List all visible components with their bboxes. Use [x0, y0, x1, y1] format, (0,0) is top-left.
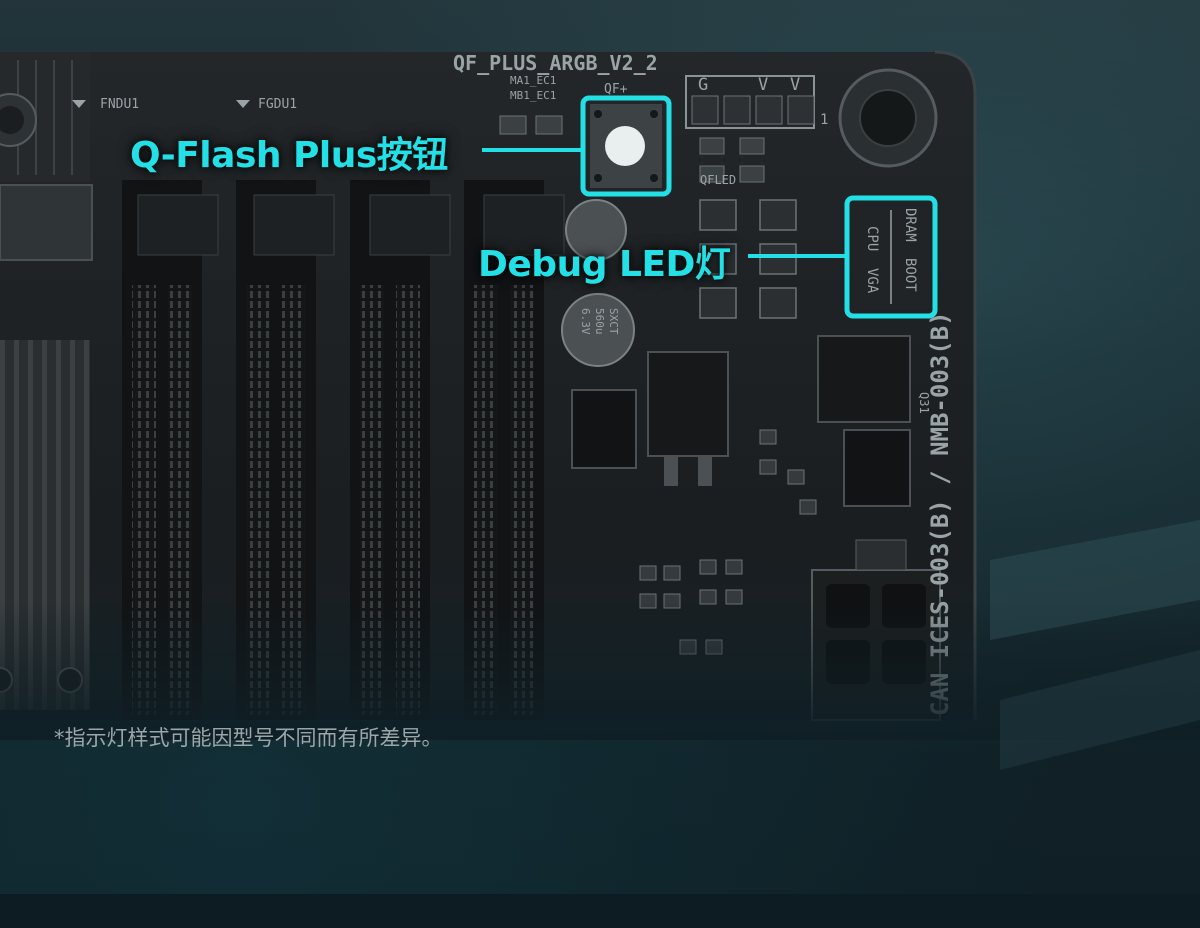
- ec-label-1: MA1_EC1: [510, 74, 556, 87]
- pin-one-marker: 1: [820, 112, 828, 128]
- qf-button-silkscreen: QF+: [604, 82, 628, 97]
- argb-pin-g: G: [698, 75, 708, 95]
- capacitor-marking-1: SXCT: [607, 308, 620, 335]
- debug-led-callout-label: Debug LED灯: [478, 244, 731, 285]
- argb-header: G V V 1: [685, 75, 828, 129]
- disclaimer-note: *指示灯样式可能因型号不同而有所差异。: [54, 726, 443, 750]
- motherboard-illustration: QF_PLUS_ARGB_V2_2 FNDU1 FGDU1 MA1_EC1 MB…: [0, 50, 1200, 770]
- qflash-highlight-box: [580, 95, 672, 197]
- fan-header-label-2: FGDU1: [258, 97, 297, 112]
- led-label-cpu: CPU: [864, 226, 880, 251]
- argb-pin-d: V: [758, 75, 768, 95]
- capacitor-marking-3: 6.3V: [579, 308, 592, 335]
- capacitor-2: [561, 293, 635, 367]
- qflash-callout-label: Q-Flash Plus按钮: [130, 135, 448, 176]
- qflash-button-component: [590, 104, 662, 188]
- led-label-vga: VGA: [864, 268, 880, 294]
- debug-led-component: CPU DRAM VGA BOOT: [852, 204, 930, 310]
- chip-ref-label: Q31: [917, 392, 931, 414]
- motherboard-photo: QF_PLUS_ARGB_V2_2 FNDU1 FGDU1 MA1_EC1 MB…: [0, 0, 1200, 894]
- next-section-headline-cropped: [140, 868, 1080, 928]
- capacitor-marking-2: 560u: [593, 308, 606, 335]
- qfled-silkscreen: QFLED: [700, 173, 736, 187]
- fan-header-label-1: FNDU1: [100, 97, 139, 112]
- capacitor-1: [565, 199, 627, 261]
- led-label-boot: BOOT: [902, 258, 918, 292]
- led-label-dram: DRAM: [902, 208, 918, 242]
- header-silkscreen: QF_PLUS_ARGB_V2_2: [453, 51, 658, 75]
- ec-label-2: MB1_EC1: [510, 89, 556, 102]
- power-chips: [571, 335, 911, 507]
- argb-pin-v: V: [790, 75, 800, 95]
